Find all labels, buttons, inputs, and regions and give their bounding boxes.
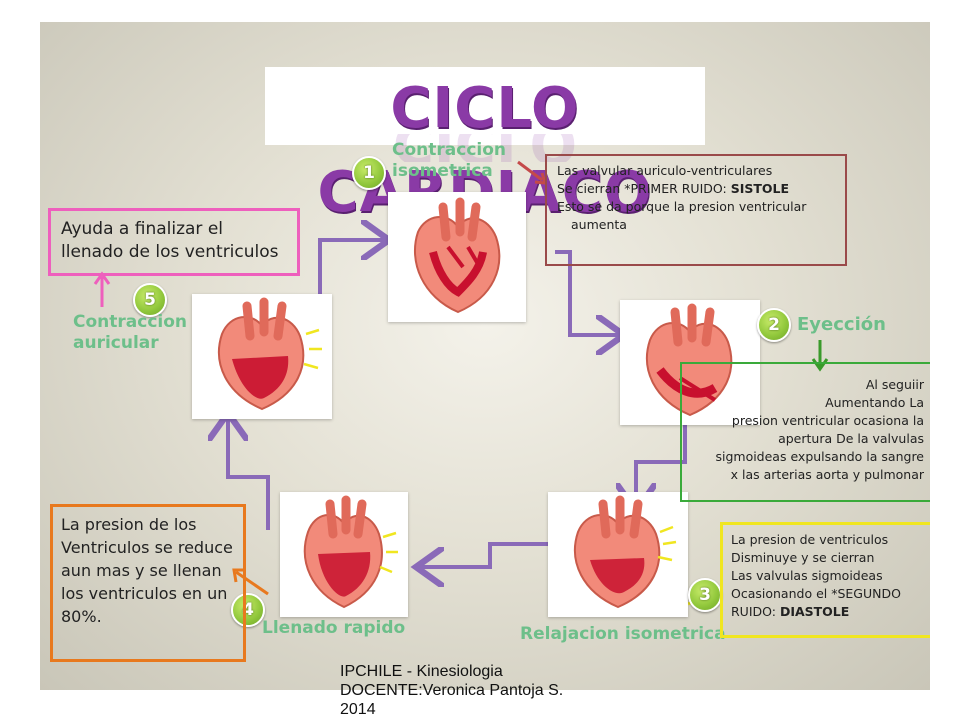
heart-illustration-icon xyxy=(645,303,733,417)
footer-line3: 2014 xyxy=(340,701,376,718)
heart-image-5 xyxy=(192,294,332,419)
step-label-4: Llenado rapido xyxy=(262,618,406,638)
info-box-3: La presion de ventriculos Disminuye y se… xyxy=(720,522,930,638)
heart-illustration-icon xyxy=(303,495,398,609)
step-label-5-line2: auricular xyxy=(73,333,159,353)
heart-illustration-icon xyxy=(217,297,322,411)
info-box-3-line4: Ocasionando el *SEGUNDO xyxy=(731,586,901,601)
info-box-1-line3: Esto se da porque la presion ventricular xyxy=(557,199,807,214)
info-box-5-line2: llenado de los ventriculos xyxy=(61,242,279,262)
info-box-1: Las valvular auriculo-ventriculares Se c… xyxy=(545,154,847,266)
heart-image-3 xyxy=(548,492,688,617)
info-box-2-line1: Al seguiir xyxy=(865,377,924,392)
info-box-4: La presion de los Ventriculos se reduce … xyxy=(50,504,246,662)
step-label-1-line1: Contraccion xyxy=(392,140,507,160)
info-box-1-line4: aumenta xyxy=(571,217,627,232)
arrow-1-to-2 xyxy=(555,250,620,335)
heart-image-1 xyxy=(388,192,526,322)
step-label-2: Eyección xyxy=(797,314,886,335)
info-box-3-line3: Las valvulas sigmoideas xyxy=(731,568,883,583)
step-number-3: 3 xyxy=(688,578,722,612)
info-box-5-line1: Ayuda a finalizar el xyxy=(61,219,224,239)
step-number-5: 5 xyxy=(133,283,167,317)
step-label-1: Contraccion isometrica xyxy=(392,140,506,182)
info-box-2-line5: sigmoideas expulsando la sangre xyxy=(715,449,924,464)
info-box-5: Ayuda a finalizar el llenado de los vent… xyxy=(48,208,300,276)
info-box-4-line4: los ventriculos en un xyxy=(61,584,228,603)
info-box-2-line4: apertura De la valvulas xyxy=(778,431,924,446)
info-box-2: Al seguiir Aumentando La presion ventric… xyxy=(680,362,930,502)
footer-credits: IPCHILE - Kinesiologia DOCENTE:Veronica … xyxy=(340,662,563,719)
info-box-1-line2: Se cierran *PRIMER RUIDO: SISTOLE xyxy=(557,181,790,196)
heart-image-4 xyxy=(280,492,408,617)
heart-illustration-icon xyxy=(413,197,501,314)
info-box-4-line1: La presion de los xyxy=(61,515,197,534)
info-box-3-line5: RUIDO: DIASTOLE xyxy=(731,604,850,619)
info-box-2-line2: Aumentando La xyxy=(825,395,924,410)
arrow-2-to-3 xyxy=(636,422,687,507)
info-box-1-line1: Las valvular auriculo-ventriculares xyxy=(557,163,773,178)
pointer-1 xyxy=(517,160,543,182)
info-box-4-line2: Ventriculos se reduce xyxy=(61,538,233,557)
step-label-3: Relajacion isometrica xyxy=(520,624,726,644)
arrow-3-to-4 xyxy=(420,542,548,567)
step-number-1: 1 xyxy=(352,156,386,190)
info-box-4-line3: aun mas y se llenan xyxy=(61,561,222,580)
heart-illustration-icon xyxy=(573,495,677,609)
info-box-3-line2: Disminuye y se cierran xyxy=(731,550,875,565)
pointer-4 xyxy=(235,570,269,596)
step-label-5: Contraccion auricular xyxy=(73,312,187,354)
step-number-4: 4 xyxy=(231,593,265,627)
footer-line1: IPCHILE - Kinesiologia xyxy=(340,663,503,680)
info-box-3-line1: La presion de ventriculos xyxy=(731,532,889,547)
slide-panel: CICLO CARDIACO CICLO CARDIACO xyxy=(40,22,930,690)
step-label-1-line2: isometrica xyxy=(392,161,493,181)
info-box-2-line3: presion ventricular ocasiona la xyxy=(731,413,924,428)
flow-arrows xyxy=(93,160,829,606)
step-label-5-line1: Contraccion xyxy=(73,312,188,332)
footer-line2: DOCENTE:Veronica Pantoja S. xyxy=(340,682,564,699)
arrow-4-to-5 xyxy=(228,417,270,530)
step-number-2: 2 xyxy=(757,308,791,342)
info-box-2-line6: x las arterias aorta y pulmonar xyxy=(730,467,924,482)
info-box-4-line5: 80%. xyxy=(61,607,102,626)
